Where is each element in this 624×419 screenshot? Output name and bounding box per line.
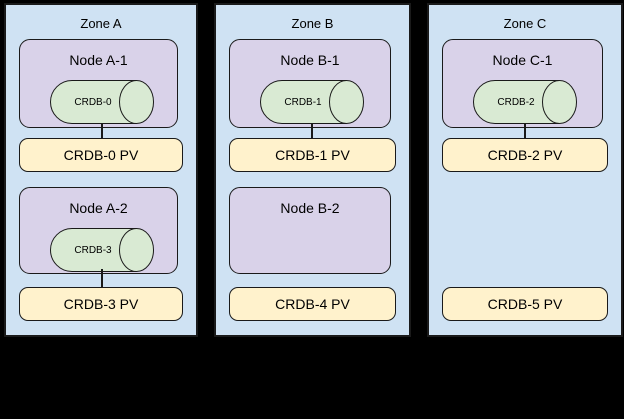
zone-label: Zone A: [80, 16, 122, 31]
cylinder-icon: [50, 228, 154, 272]
pod-cylinder-crdb-1: CRDB-1: [260, 80, 364, 124]
zone-label: Zone B: [291, 16, 334, 31]
pod-cylinder-crdb-0: CRDB-0: [50, 80, 154, 124]
pv-label: CRDB-2 PV: [487, 147, 563, 163]
pv-label: CRDB-1 PV: [275, 147, 350, 163]
pv-box-crdb-5: CRDB-5 PV: [442, 287, 608, 321]
zone-a: Zone A Node A-1 CRDB-0 CRDB-0 PV Node A-…: [4, 3, 198, 337]
pv-label: CRDB-5 PV: [487, 296, 563, 312]
pod-label: CRDB-1: [284, 96, 322, 108]
zone-b: Zone B Node B-1 CRDB-1 CRDB-1 PV Node B-…: [214, 3, 411, 337]
node-label: Node A-2: [69, 200, 128, 216]
node-label: Node C-1: [492, 52, 553, 68]
cylinder-icon: [50, 80, 154, 124]
cylinder-icon: [473, 80, 577, 124]
connector-line: [101, 269, 103, 288]
node-b-2: Node B-2: [229, 187, 391, 274]
node-a-2: Node A-2 CRDB-3: [19, 187, 178, 274]
node-b-1: Node B-1 CRDB-1: [229, 39, 391, 128]
pv-label: CRDB-0 PV: [63, 147, 139, 163]
pod-label: CRDB-2: [497, 96, 535, 108]
zone-label: Zone C: [503, 16, 547, 31]
pv-label: CRDB-3 PV: [63, 296, 139, 312]
pv-box-crdb-4: CRDB-4 PV: [229, 287, 396, 321]
pod-cylinder-crdb-2: CRDB-2: [473, 80, 577, 124]
pv-box-crdb-0: CRDB-0 PV: [19, 138, 183, 172]
connector-line: [101, 123, 103, 139]
node-c-1: Node C-1 CRDB-2: [442, 39, 603, 128]
pod-label: CRDB-0: [74, 96, 112, 108]
pv-box-crdb-2: CRDB-2 PV: [442, 138, 608, 172]
connector-line: [524, 123, 526, 139]
node-label: Node B-1: [280, 52, 340, 68]
connector-line: [311, 123, 313, 139]
pv-box-crdb-1: CRDB-1 PV: [229, 138, 396, 172]
pv-label: CRDB-4 PV: [275, 296, 350, 312]
node-label: Node A-1: [69, 52, 128, 68]
pod-label: CRDB-3: [74, 244, 112, 256]
node-a-1: Node A-1 CRDB-0: [19, 39, 178, 128]
cylinder-icon: [260, 80, 364, 124]
pv-box-crdb-3: CRDB-3 PV: [19, 287, 183, 321]
zone-c: Zone C Node C-1 CRDB-2 CRDB-2 PV CRDB-5 …: [427, 3, 623, 337]
pod-cylinder-crdb-3: CRDB-3: [50, 228, 154, 272]
node-label: Node B-2: [280, 200, 340, 216]
